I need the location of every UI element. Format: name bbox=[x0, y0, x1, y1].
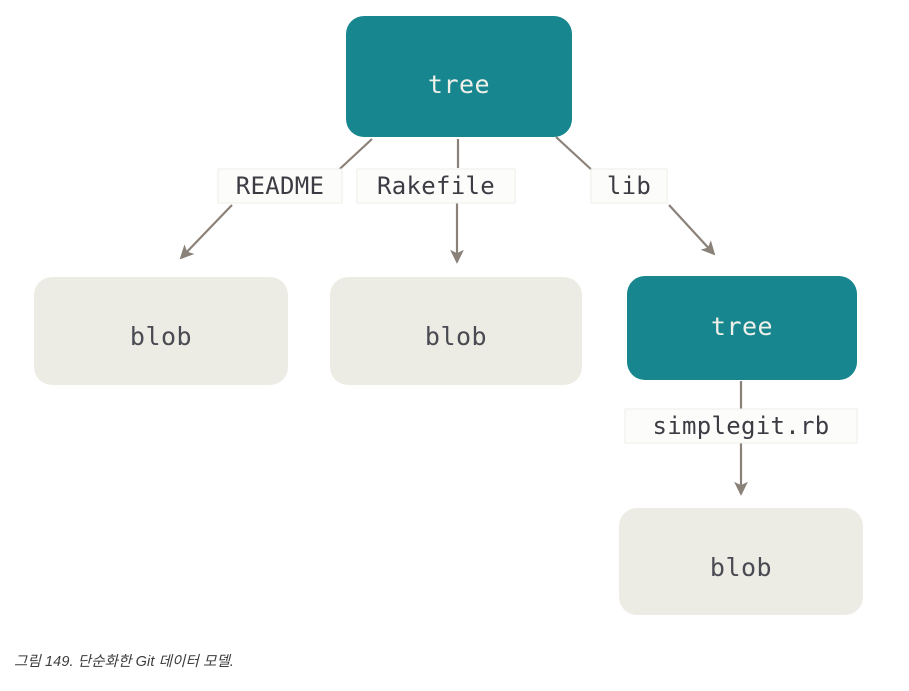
edge-label-rakefile: Rakefile bbox=[356, 168, 516, 204]
edge-label-readme-box bbox=[217, 168, 343, 204]
node-blob-readme-label: blob bbox=[130, 322, 192, 351]
edge-label-lib: lib bbox=[590, 168, 668, 204]
edge-line-lib bbox=[555, 136, 595, 173]
edge-line-lib-lower bbox=[668, 204, 716, 256]
edge-label-rakefile-text: Rakefile bbox=[377, 172, 495, 200]
node-tree-lib-box bbox=[627, 276, 857, 380]
node-blob-readme[interactable]: blob bbox=[34, 277, 288, 385]
edge-label-readme: README bbox=[217, 168, 343, 204]
git-data-model-diagram: tree blob blob tree blob README bbox=[34, 16, 863, 615]
node-blob-rakefile[interactable]: blob bbox=[330, 277, 582, 385]
node-tree-root-label: tree bbox=[428, 70, 490, 99]
node-tree-root[interactable]: tree bbox=[346, 16, 572, 137]
node-blob-rakefile-label: blob bbox=[425, 322, 487, 351]
edge-label-simplegit-text: simplegit.rb bbox=[653, 412, 830, 440]
node-blob-rakefile-box bbox=[330, 277, 582, 385]
node-tree-lib[interactable]: tree bbox=[627, 276, 857, 380]
node-tree-root-box bbox=[346, 16, 572, 137]
node-blob-simplegit-label: blob bbox=[710, 553, 772, 582]
edge-label-simplegit-box bbox=[624, 408, 858, 444]
node-tree-lib-label: tree bbox=[711, 312, 773, 341]
edge-label-lib-text: lib bbox=[607, 172, 651, 200]
figure-caption: 그림 149. 단순화한 Git 데이터 모델. bbox=[14, 654, 235, 670]
node-blob-simplegit[interactable]: blob bbox=[619, 508, 863, 615]
edge-line-readme-lower bbox=[179, 204, 233, 260]
edge-label-readme-text: README bbox=[236, 172, 325, 200]
edge-label-simplegit: simplegit.rb bbox=[624, 408, 858, 444]
node-blob-readme-box bbox=[34, 277, 288, 385]
edge-label-rakefile-box bbox=[356, 168, 516, 204]
edge-label-lib-box bbox=[590, 168, 668, 204]
node-blob-simplegit-box bbox=[619, 508, 863, 615]
